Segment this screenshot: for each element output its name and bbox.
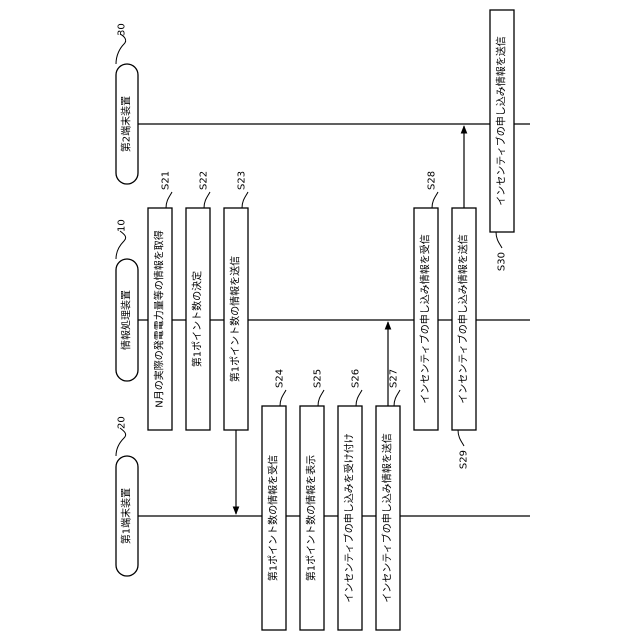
step-s21: N月の実際の発電電力量等の情報を取得 S21 xyxy=(148,171,172,430)
actor-first-terminal-label: 第1端末装置 xyxy=(120,488,133,544)
step-s23-leader xyxy=(242,192,248,208)
step-s21-id: S21 xyxy=(161,171,172,190)
step-s24-id: S24 xyxy=(275,369,286,388)
step-s26-id: S26 xyxy=(351,369,362,388)
step-s23-id: S23 xyxy=(237,171,248,190)
actor-first-terminal-ref: 20 xyxy=(117,416,128,429)
step-s27: インセンティブの申し込み情報を送信 S27 xyxy=(376,369,400,630)
step-s24-leader xyxy=(280,390,286,406)
step-s24: 第1ポイント数の情報を受信 S24 xyxy=(262,369,286,630)
step-s22-text: 第1ポイント数の決定 xyxy=(191,271,204,367)
step-s25: 第1ポイント数の情報を表示 S25 xyxy=(300,369,324,630)
step-s27-id: S27 xyxy=(389,369,400,388)
step-s22-leader xyxy=(204,192,210,208)
step-s29-text: インセンティブの申し込み情報を送信 xyxy=(457,234,470,403)
step-s29: インセンティブの申し込み情報を送信 S29 xyxy=(452,208,476,469)
step-s27-text: インセンティブの申し込み情報を送信 xyxy=(381,433,394,602)
step-s30-id: S30 xyxy=(497,252,508,271)
step-s27-leader xyxy=(394,390,400,406)
actor-info-processor-ref: 10 xyxy=(117,219,128,232)
ref-leader-10 xyxy=(116,231,126,259)
step-s25-text: 第1ポイント数の情報を表示 xyxy=(305,455,318,581)
step-s23-text: 第1ポイント数の情報を送信 xyxy=(229,256,242,382)
actor-second-terminal-ref: 30 xyxy=(117,23,128,36)
step-s30-leader xyxy=(496,232,502,248)
step-s28-text: インセンティブの申し込み情報を受信 xyxy=(419,234,432,403)
step-s26-leader xyxy=(356,390,362,406)
actor-second-terminal: 第2端末装置 30 xyxy=(116,23,138,184)
step-s30: インセンティブの申し込み情報を送信 S30 xyxy=(490,10,514,271)
actor-first-terminal: 第1端末装置 20 xyxy=(116,416,138,576)
actor-info-processor-label: 情報処理装置 xyxy=(120,290,133,350)
step-s29-leader xyxy=(458,430,464,446)
step-s23: 第1ポイント数の情報を送信 S23 xyxy=(224,171,248,430)
step-s29-id: S29 xyxy=(459,450,470,469)
step-s26-text: インセンティブの申し込みを受け付け xyxy=(343,433,356,602)
step-s21-leader xyxy=(166,192,172,208)
actor-second-terminal-label: 第2端末装置 xyxy=(120,96,133,152)
step-s28: インセンティブの申し込み情報を受信 S28 xyxy=(414,171,438,430)
step-s22: 第1ポイント数の決定 S22 xyxy=(186,171,210,430)
ref-leader-30 xyxy=(116,34,126,64)
step-s30-text: インセンティブの申し込み情報を送信 xyxy=(495,36,508,205)
ref-leader-20 xyxy=(116,428,126,456)
step-s24-text: 第1ポイント数の情報を受信 xyxy=(267,455,280,581)
step-s26: インセンティブの申し込みを受け付け S26 xyxy=(338,369,362,630)
step-s25-leader xyxy=(318,390,324,406)
step-s21-text: N月の実際の発電電力量等の情報を取得 xyxy=(153,230,166,407)
step-s22-id: S22 xyxy=(199,171,210,190)
actor-info-processor: 情報処理装置 10 xyxy=(116,219,138,381)
step-s28-id: S28 xyxy=(427,171,438,190)
step-s28-leader xyxy=(432,192,438,208)
step-s25-id: S25 xyxy=(313,369,324,388)
